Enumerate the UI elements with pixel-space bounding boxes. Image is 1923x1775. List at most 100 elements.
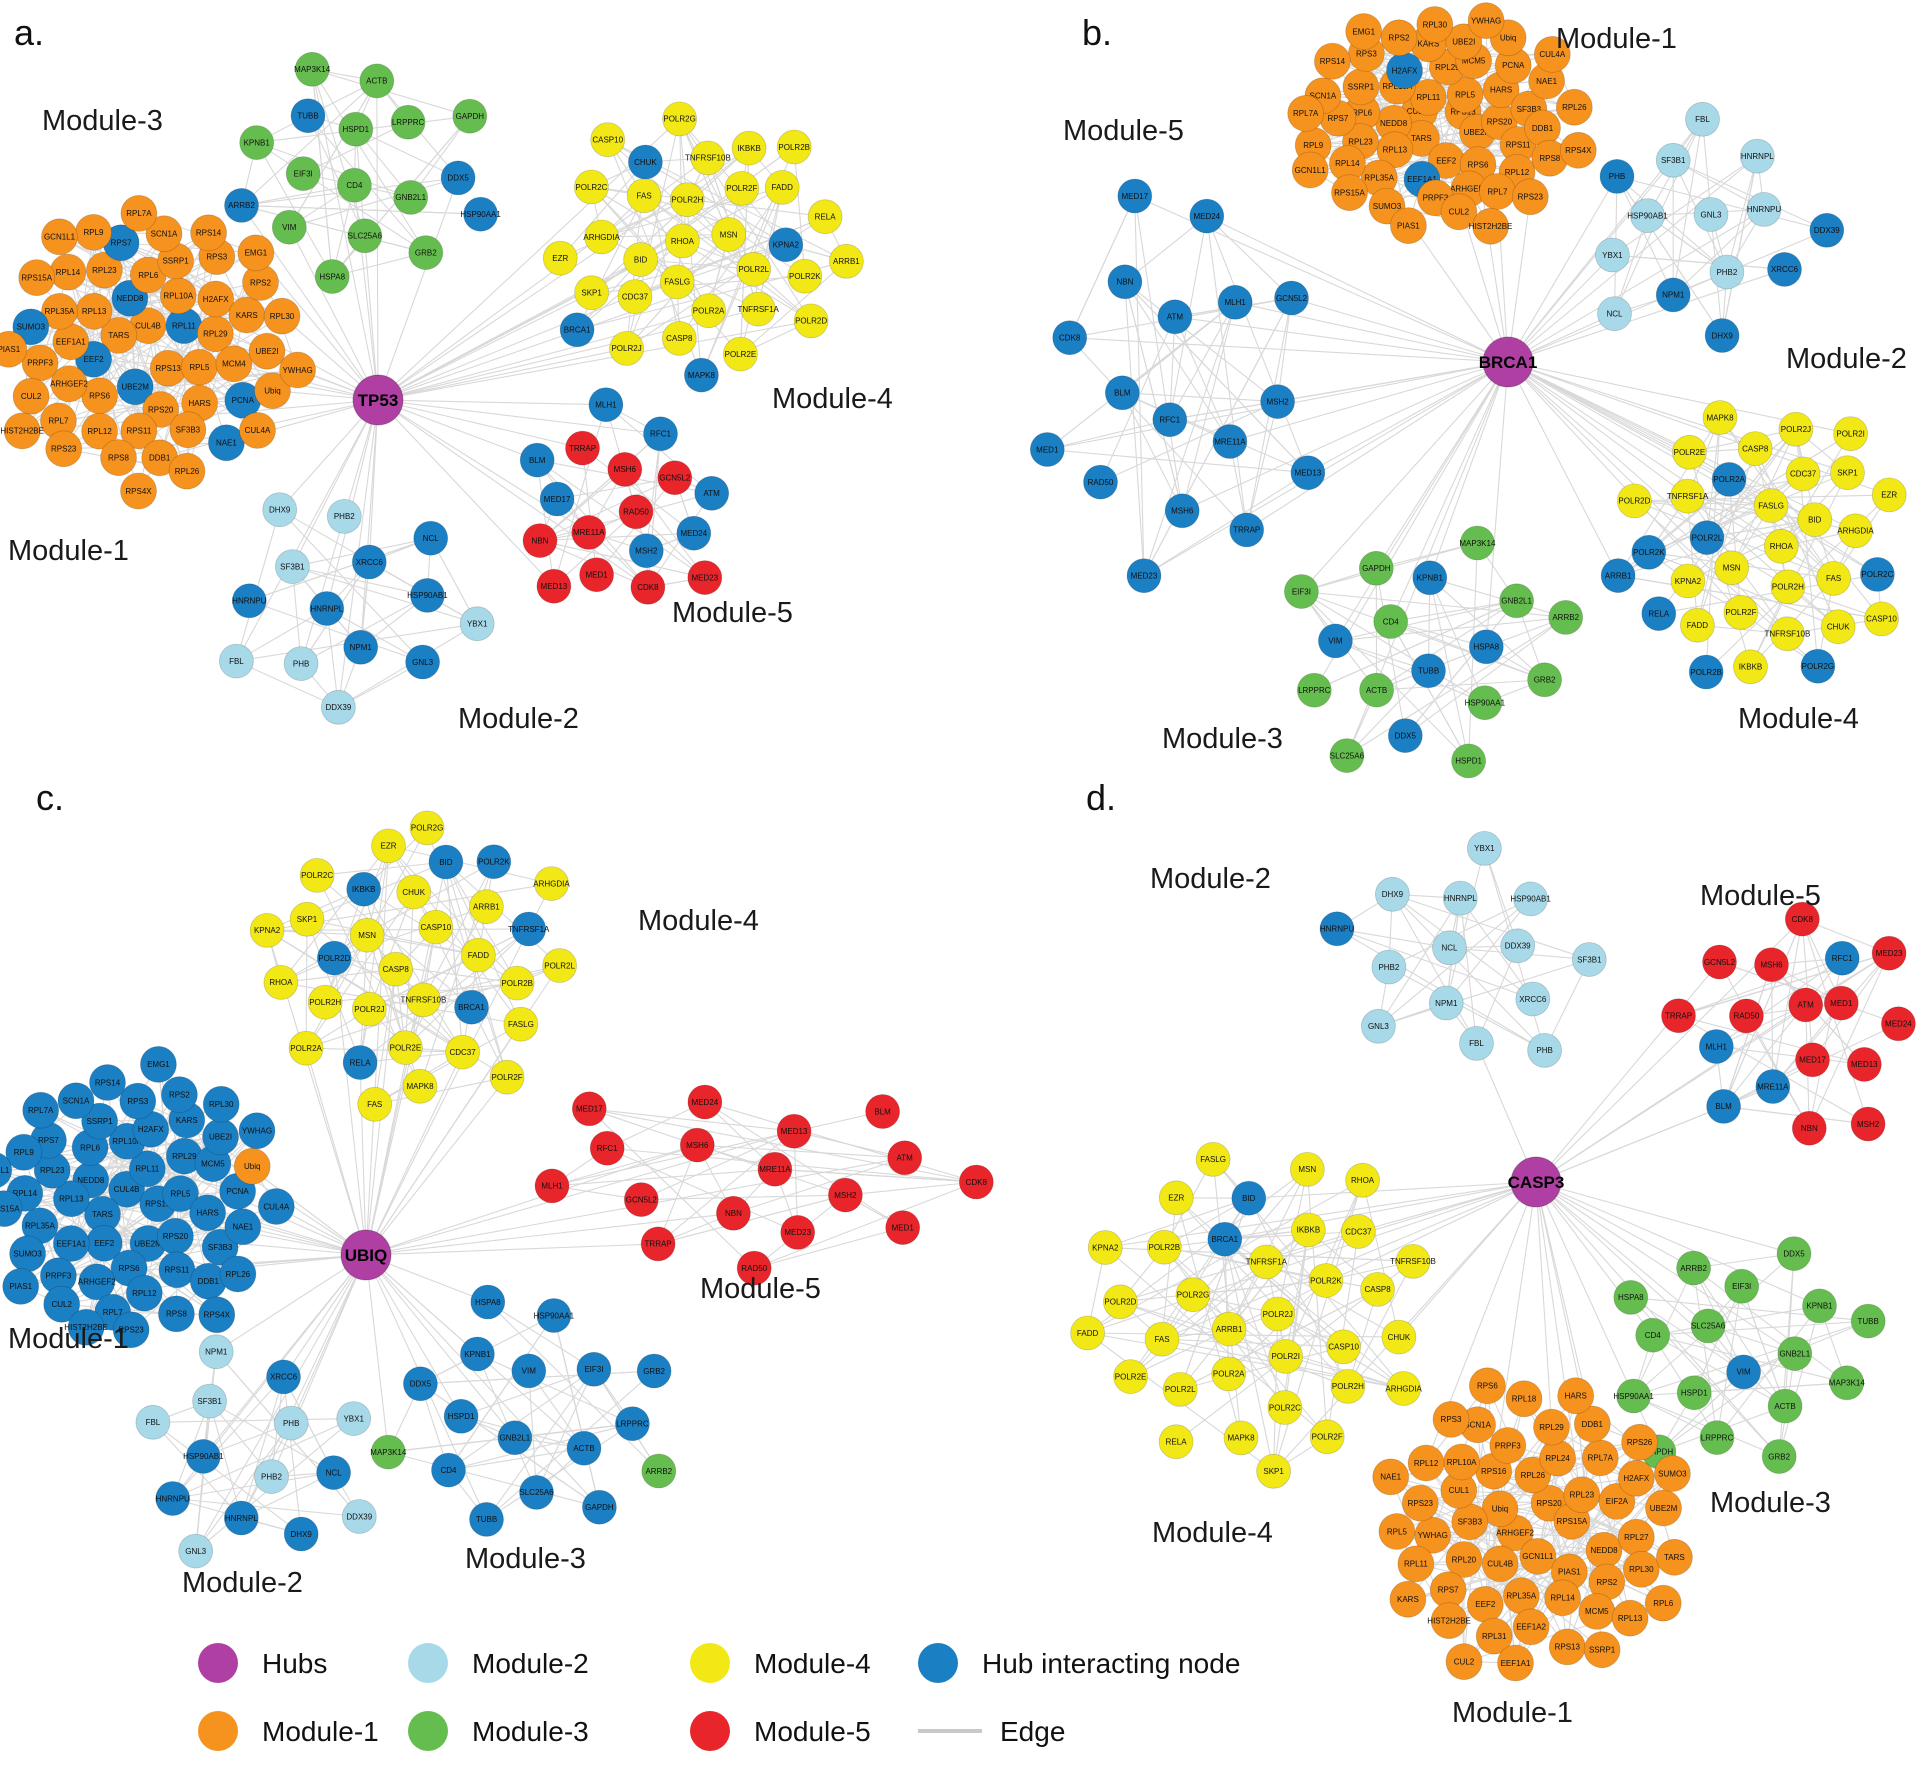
gene-node[interactable]: POLR2H xyxy=(307,984,343,1020)
gene-node[interactable]: HSPA8 xyxy=(1613,1280,1649,1315)
gene-node-circle[interactable] xyxy=(283,646,319,681)
gene-node-circle[interactable] xyxy=(1559,131,1597,169)
gene-node[interactable]: SKP1 xyxy=(289,901,325,937)
gene-node[interactable]: PHB2 xyxy=(1371,949,1407,985)
gene-node[interactable]: PHB xyxy=(1599,158,1635,194)
gene-node[interactable]: MSH2 xyxy=(628,533,664,569)
gene-node-circle[interactable] xyxy=(1770,569,1806,605)
gene-node-circle[interactable] xyxy=(589,1130,625,1166)
gene-node[interactable]: FASLG xyxy=(659,264,695,300)
gene-node-circle[interactable] xyxy=(262,492,298,528)
gene-node-circle[interactable] xyxy=(659,264,695,300)
gene-node-circle[interactable] xyxy=(1655,142,1691,178)
gene-node[interactable]: FBL xyxy=(1685,101,1720,137)
gene-node[interactable]: DHX9 xyxy=(283,1516,319,1552)
gene-node-circle[interactable] xyxy=(249,913,285,948)
gene-node-circle[interactable] xyxy=(1360,1272,1395,1307)
gene-node-circle[interactable] xyxy=(1548,1628,1586,1666)
gene-node[interactable]: DHX9 xyxy=(1375,876,1410,912)
gene-node[interactable]: TUBB xyxy=(1850,1303,1886,1339)
gene-node-circle[interactable] xyxy=(1309,1419,1345,1455)
gene-node[interactable]: POLR2F xyxy=(1723,595,1759,630)
gene-node-circle[interactable] xyxy=(1511,178,1549,216)
gene-node[interactable]: MSH6 xyxy=(607,451,643,487)
gene-node-circle[interactable] xyxy=(316,1455,352,1490)
gene-node-circle[interactable] xyxy=(1331,174,1368,212)
gene-node[interactable]: MLH1 xyxy=(534,1168,570,1204)
gene-node-circle[interactable] xyxy=(405,982,441,1018)
gene-node[interactable]: SLC25A6 xyxy=(519,1475,554,1510)
gene-node[interactable]: CHUK xyxy=(628,144,663,180)
gene-node[interactable]: HSPD1 xyxy=(443,1398,479,1434)
gene-node[interactable]: RPS3 xyxy=(119,1082,157,1120)
gene-node[interactable]: ARRB2 xyxy=(641,1453,677,1489)
gene-node-circle[interactable] xyxy=(679,1127,715,1163)
gene-node-circle[interactable] xyxy=(1467,831,1502,866)
gene-node-circle[interactable] xyxy=(1711,461,1747,497)
gene-node[interactable]: POLR2C xyxy=(1860,557,1895,592)
gene-node[interactable]: ARRB2 xyxy=(1548,600,1584,635)
gene-node-circle[interactable] xyxy=(1770,616,1805,652)
gene-node-circle[interactable] xyxy=(460,937,496,973)
gene-node[interactable]: RPS4X xyxy=(1559,131,1597,169)
gene-node[interactable]: POLR2G xyxy=(1800,648,1836,684)
gene-node[interactable]: EIF3I xyxy=(576,1351,612,1387)
gene-node-circle[interactable] xyxy=(1519,1538,1557,1575)
gene-node-circle[interactable] xyxy=(497,1420,533,1456)
gene-node-circle[interactable] xyxy=(636,1353,672,1389)
gene-node[interactable]: POLR2A xyxy=(691,293,726,329)
gene-node-circle[interactable] xyxy=(1326,1329,1361,1365)
gene-node-circle[interactable] xyxy=(723,336,758,372)
gene-node-circle[interactable] xyxy=(198,1296,236,1334)
gene-node[interactable]: NPM1 xyxy=(343,629,379,665)
gene-node[interactable]: RPL6 xyxy=(1644,1584,1682,1622)
gene-node-circle[interactable] xyxy=(566,1430,602,1466)
gene-node-circle[interactable] xyxy=(1481,1545,1519,1583)
gene-node[interactable]: GNL3 xyxy=(178,1533,214,1569)
gene-node-circle[interactable] xyxy=(665,223,700,259)
gene-node-circle[interactable] xyxy=(336,1401,372,1436)
gene-node[interactable]: RPL30 xyxy=(1416,6,1454,43)
gene-node-circle[interactable] xyxy=(112,1311,150,1349)
gene-node[interactable]: SF3B1 xyxy=(1655,142,1691,178)
gene-node[interactable]: MRE11A xyxy=(571,515,607,550)
gene-node-circle[interactable] xyxy=(396,874,432,910)
gene-node-circle[interactable] xyxy=(511,911,547,947)
gene-node-circle[interactable] xyxy=(1824,940,1860,976)
gene-node[interactable]: RELA xyxy=(1641,596,1677,631)
gene-node[interactable]: HSPA8 xyxy=(314,259,350,294)
gene-node-circle[interactable] xyxy=(1318,623,1353,659)
gene-node-circle[interactable] xyxy=(279,351,317,389)
gene-node-circle[interactable] xyxy=(1389,1580,1427,1618)
gene-node[interactable]: KPNB1 xyxy=(459,1336,495,1372)
gene-node[interactable]: HSP90AB1 xyxy=(407,578,448,613)
gene-node-circle[interactable] xyxy=(684,357,719,393)
gene-node-circle[interactable] xyxy=(0,1152,13,1188)
gene-node[interactable]: ARHGDIA xyxy=(533,866,570,901)
gene-node-circle[interactable] xyxy=(1445,1643,1483,1680)
gene-node-circle[interactable] xyxy=(736,251,772,287)
gene-node-circle[interactable] xyxy=(1407,1444,1445,1482)
gene-node-circle[interactable] xyxy=(2,1268,40,1305)
gene-node-circle[interactable] xyxy=(454,989,489,1025)
gene-node-circle[interactable] xyxy=(100,316,138,354)
gene-node-circle[interactable] xyxy=(1412,560,1448,596)
gene-node-circle[interactable] xyxy=(41,292,78,330)
gene-node-circle[interactable] xyxy=(776,129,812,165)
gene-node-circle[interactable] xyxy=(125,1274,163,1312)
gene-node-circle[interactable] xyxy=(1871,935,1907,971)
gene-node[interactable]: FASLG xyxy=(503,1006,539,1042)
gene-node-circle[interactable] xyxy=(41,218,78,256)
gene-node[interactable]: EEF2 xyxy=(1466,1586,1504,1623)
gene-node[interactable]: RPL7A xyxy=(1581,1439,1619,1477)
gene-node[interactable]: EMG1 xyxy=(237,234,275,272)
gene-node[interactable]: RPL7A xyxy=(120,194,158,232)
gene-node-circle[interactable] xyxy=(52,1225,90,1262)
gene-node[interactable]: NBN xyxy=(716,1195,751,1231)
gene-node-circle[interactable] xyxy=(626,178,662,214)
gene-node[interactable]: RPS23 xyxy=(1401,1484,1439,1522)
gene-node[interactable]: POLR2C xyxy=(1267,1390,1303,1425)
gene-node-circle[interactable] xyxy=(1290,455,1326,491)
gene-node[interactable]: PHB2 xyxy=(254,1459,289,1494)
gene-node[interactable]: CUL4B xyxy=(1481,1545,1519,1583)
